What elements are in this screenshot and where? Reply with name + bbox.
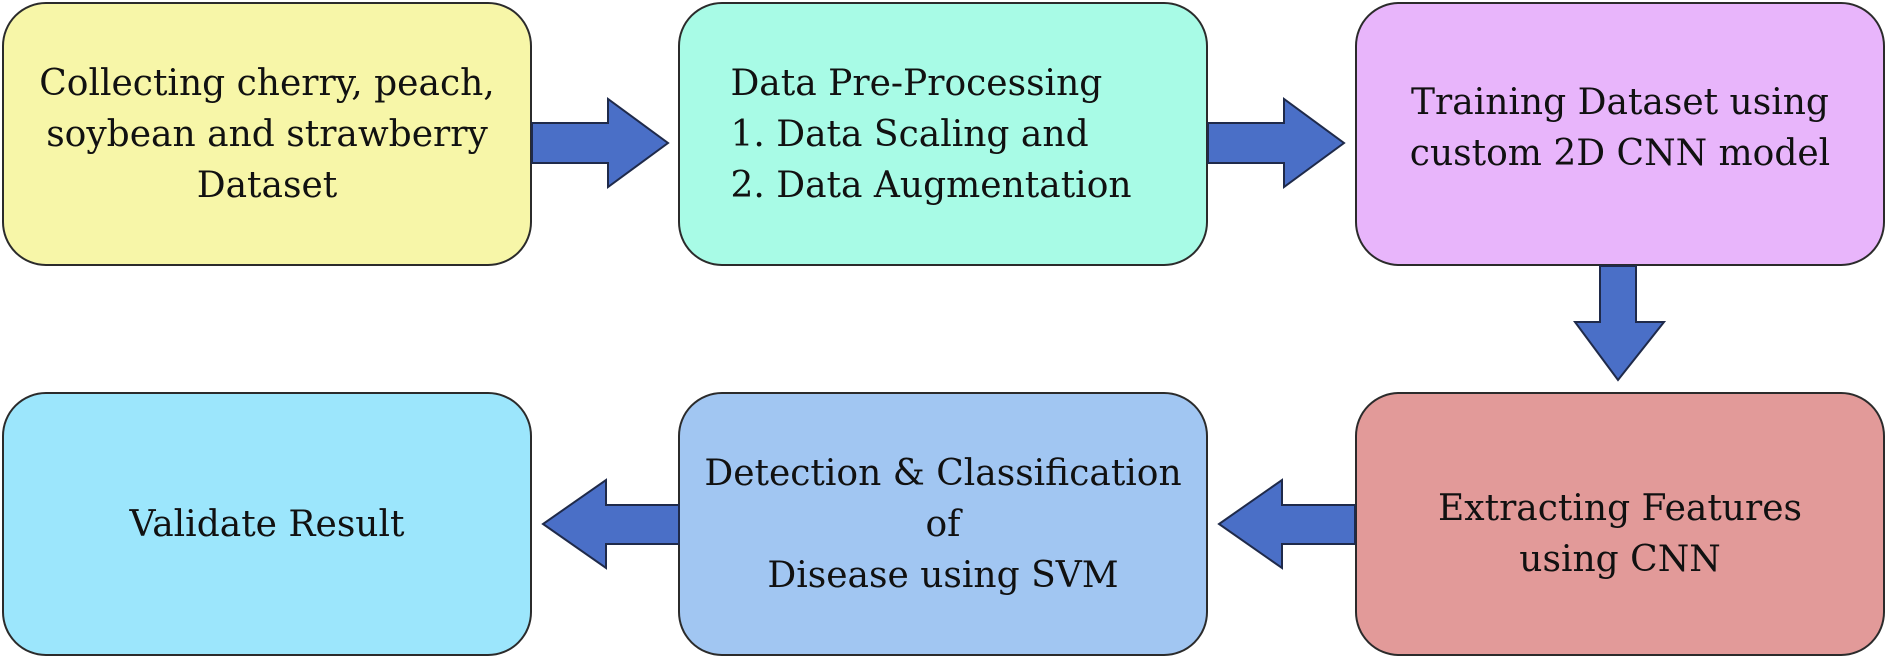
- node-line: Data Pre-Processing: [730, 62, 1103, 104]
- node-line: using CNN: [1519, 539, 1721, 580]
- node-training-text: Training Dataset using custom 2D CNN mod…: [1410, 77, 1830, 179]
- node-detection-classification-text: Detection & Classification of Disease us…: [704, 448, 1181, 601]
- arrow-left-icon: [1217, 478, 1356, 570]
- node-line: Collecting cherry, peach,: [39, 62, 495, 104]
- node-line: Training Dataset using: [1411, 82, 1829, 123]
- node-line: Detection & Classification: [704, 452, 1182, 494]
- arrow-left-icon: [541, 478, 680, 570]
- arrow-right-icon: [531, 97, 670, 189]
- node-line: Dataset: [196, 164, 338, 206]
- node-preprocessing-text: Data Pre-Processing 1. Data Scaling and …: [730, 58, 1131, 211]
- node-collect-dataset: Collecting cherry, peach, soybean and st…: [2, 2, 532, 266]
- node-training: Training Dataset using custom 2D CNN mod…: [1355, 2, 1885, 266]
- node-line: custom 2D CNN model: [1409, 133, 1831, 174]
- node-detection-classification: Detection & Classification of Disease us…: [678, 392, 1208, 656]
- node-line: Validate Result: [129, 503, 405, 545]
- node-collect-dataset-text: Collecting cherry, peach, soybean and st…: [39, 58, 494, 211]
- node-line: 1. Data Scaling and: [730, 113, 1089, 155]
- node-line: Extracting Features: [1438, 488, 1802, 529]
- node-validate-result: Validate Result: [2, 392, 532, 656]
- node-line: Disease using SVM: [767, 554, 1119, 596]
- node-preprocessing: Data Pre-Processing 1. Data Scaling and …: [678, 2, 1208, 266]
- node-validate-result-text: Validate Result: [130, 499, 405, 550]
- node-line: of: [925, 503, 961, 545]
- arrow-right-icon: [1207, 97, 1346, 189]
- node-line: soybean and strawberry: [46, 113, 488, 155]
- node-line: 2. Data Augmentation: [730, 164, 1132, 206]
- node-extract-features-text: Extracting Features using CNN: [1438, 483, 1802, 585]
- arrow-down-icon: [1573, 265, 1667, 382]
- node-extract-features: Extracting Features using CNN: [1355, 392, 1885, 656]
